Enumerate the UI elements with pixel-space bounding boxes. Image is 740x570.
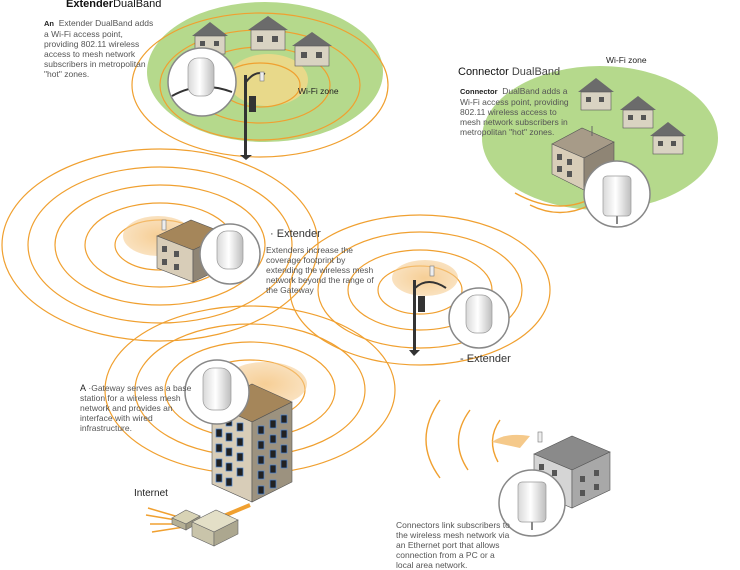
internet-label: Internet bbox=[134, 488, 168, 499]
gateway-building bbox=[211, 383, 293, 503]
extender-mid-title: · Extender bbox=[270, 228, 321, 240]
extender-right-label: - Extender bbox=[460, 353, 511, 365]
street-pole-right bbox=[409, 265, 447, 356]
callout-extender-right bbox=[448, 287, 510, 349]
callout-extender-mid bbox=[199, 223, 261, 285]
connector-signal-arcs bbox=[425, 399, 501, 479]
top-extender-description: An Extender DualBand adds a Wi-Fi access… bbox=[44, 18, 154, 79]
street-pole-top bbox=[240, 71, 266, 160]
top-extender-title: ExtenderDualBand bbox=[66, 0, 162, 10]
connector-dualband-title: Connector DualBand bbox=[458, 66, 561, 78]
wifi-zone-left-label: Wi-Fi zone bbox=[298, 86, 339, 96]
callout-gateway bbox=[184, 359, 250, 425]
extender-mid-description: Extenders increase the coverage footprin… bbox=[266, 245, 374, 295]
connector-dualband-description: Connector DualBand adds a Wi-Fi access p… bbox=[460, 86, 569, 137]
callout-connector-top bbox=[583, 160, 651, 228]
callout-connector-bottom bbox=[498, 469, 566, 537]
callout-top-extender bbox=[167, 47, 237, 117]
router-box bbox=[191, 509, 239, 547]
signal-rings-right-extender bbox=[289, 214, 551, 366]
connector-beam bbox=[492, 434, 530, 448]
wifi-zone-right-label: Wi-Fi zone bbox=[606, 55, 647, 65]
connectors-note: Connectors link subscribers to the wirel… bbox=[396, 520, 510, 570]
gateway-description: A ·Gateway serves as a base station for … bbox=[80, 383, 192, 433]
orange-glow-right bbox=[392, 260, 458, 296]
wifi-zone-yellow-left bbox=[228, 54, 308, 106]
